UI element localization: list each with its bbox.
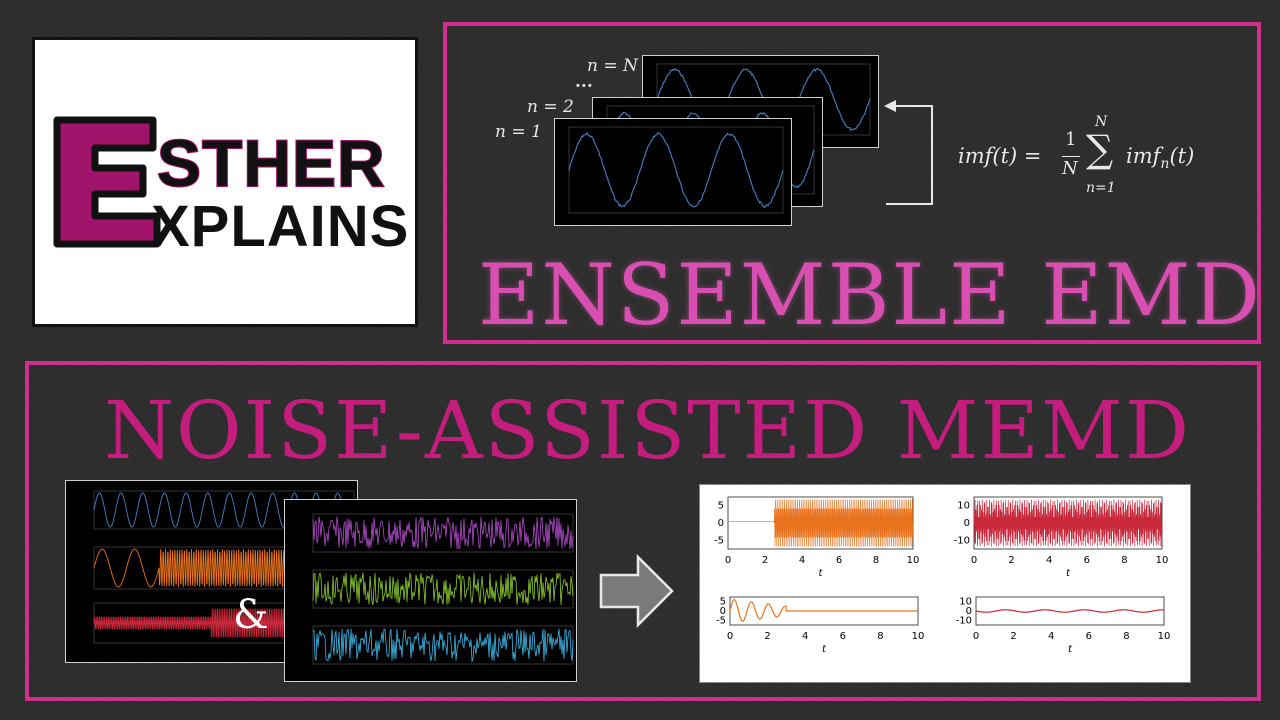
result-xtick: 8 (1123, 631, 1129, 642)
label-n-N: n = N (587, 56, 638, 76)
result-xtick: 10 (1156, 555, 1169, 566)
result-xtick: 2 (764, 631, 770, 642)
result-xtick: 2 (1008, 555, 1014, 566)
ampersand: & (233, 592, 269, 638)
result-xtick: 8 (877, 631, 883, 642)
plot-n-1 (554, 118, 792, 226)
sine-line (568, 131, 784, 208)
result-ytick: 10 (959, 597, 972, 608)
ensemble-emd-title: ENSEMBLE EMD (478, 246, 1262, 344)
result-ytick: -10 (956, 615, 972, 626)
logo: STHER XPLAINS (32, 37, 418, 327)
logo-text-line2: XPLAINS (151, 194, 409, 259)
result-ytick: -5 (714, 535, 724, 546)
logo-text-line1: STHER (157, 126, 386, 200)
result-xtick: 10 (907, 555, 920, 566)
noise-signals-plot (284, 499, 577, 682)
result-xtick: 8 (1121, 555, 1127, 566)
result-line (729, 598, 918, 622)
label-n-1: n = 1 (495, 122, 542, 142)
noise-line (312, 571, 574, 606)
memd-title: NOISE-ASSISTED MEMD (104, 384, 1191, 477)
result-xtick: 10 (1158, 631, 1171, 642)
formula-frac-den: N (1062, 158, 1078, 179)
feedback-arrow (884, 100, 933, 205)
result-xtick: 6 (1086, 631, 1092, 642)
label-n-2: n = 2 (527, 97, 574, 117)
formula-sum-symbol: ∑ (1086, 127, 1114, 171)
formula-sum-bottom: n=1 (1086, 180, 1116, 196)
result-xlabel: t (822, 644, 827, 655)
result-xtick: 4 (1046, 555, 1052, 566)
result-line (975, 609, 1164, 613)
result-xtick: 8 (873, 555, 879, 566)
formula-frac-num: 1 (1065, 129, 1077, 150)
result-ytick: 0 (720, 606, 726, 617)
result-ytick: -10 (954, 535, 970, 546)
result-ytick: 0 (718, 518, 724, 529)
result-xtick: 4 (799, 555, 805, 566)
result-xtick: 4 (802, 631, 808, 642)
result-ytick: 10 (957, 501, 970, 512)
result-xtick: 0 (973, 631, 979, 642)
result-xlabel: t (1068, 644, 1073, 655)
noise-axes (312, 513, 574, 553)
result-xtick: 6 (1084, 555, 1090, 566)
result-xlabel: t (1066, 568, 1071, 579)
result-ytick: -5 (716, 615, 726, 626)
logo-art: STHER XPLAINS (53, 116, 409, 259)
formula-sum-top: N (1095, 114, 1108, 130)
result-line (973, 499, 1163, 547)
result-xtick: 2 (1010, 631, 1016, 642)
noise-line (312, 516, 574, 550)
result-xtick: 0 (971, 555, 977, 566)
right-arrow-icon (599, 553, 674, 629)
result-xlabel: t (819, 568, 824, 579)
result-xtick: 0 (725, 555, 731, 566)
result-xtick: 6 (840, 631, 846, 642)
result-ytick: 5 (718, 501, 724, 512)
formula-lhs: imf(t) = (958, 144, 1042, 168)
memd-frame (25, 361, 1261, 701)
result-xtick: 2 (762, 555, 768, 566)
result-xtick: 0 (727, 631, 733, 642)
formula-rhs: imfn(t) (1126, 144, 1195, 173)
label-dots: ... (575, 72, 593, 92)
noise-line (312, 628, 574, 663)
result-xtick: 4 (1048, 631, 1054, 642)
noise-axes (312, 569, 574, 609)
ensemble-emd-frame (443, 22, 1261, 344)
result-xtick: 6 (836, 555, 842, 566)
result-ytick: 5 (720, 597, 726, 608)
ensemble-formula: imf(t) = 1 N N ∑ n=1 imfn(t) (958, 114, 1218, 201)
result-ytick: 0 (964, 518, 970, 529)
result-ytick: 0 (966, 606, 972, 617)
result-xtick: 10 (912, 631, 925, 642)
result-line (728, 499, 914, 547)
